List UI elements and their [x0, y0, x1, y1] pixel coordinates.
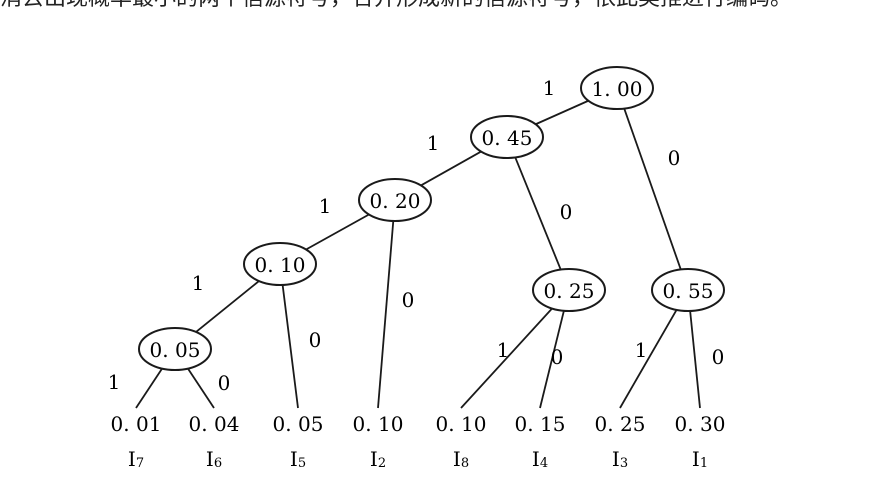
- leaf-probability-label: 0. 05: [273, 412, 324, 436]
- tree-node-n005: 0. 05: [138, 327, 212, 371]
- tree-node-n020: 0. 20: [358, 178, 432, 222]
- leaf-I1: 0. 30 I1: [675, 412, 726, 471]
- leaf-symbol-label: I1: [692, 447, 708, 471]
- edge-label-n100-n045: 1: [543, 76, 556, 100]
- leaf-symbol-subscript: 4: [540, 456, 548, 471]
- edge-label-n020-n010: 1: [319, 194, 332, 218]
- edge-label-n005-I7: 1: [108, 370, 121, 394]
- edge-label-n045-n020: 1: [427, 131, 440, 155]
- leaf-symbol-letter: I: [370, 447, 378, 471]
- leaf-probability-label: 0. 25: [595, 412, 646, 436]
- edge-n055-I3: [619, 309, 678, 409]
- leaf-I4: 0. 15 I4: [515, 412, 566, 471]
- leaf-symbol-label: I7: [128, 447, 144, 471]
- node-probability-label: 0. 25: [544, 279, 595, 303]
- node-probability-label: 0. 10: [255, 253, 306, 277]
- edge-n010-I5: [281, 284, 299, 409]
- leaf-symbol-subscript: 8: [461, 456, 469, 471]
- cropped-header-text: 消去出现概率最小的两个信源符号，合并形成新的信源符号，依此类推进行编码。: [0, 0, 880, 11]
- edge-label-n045-n025: 0: [560, 200, 573, 224]
- node-ellipse: [138, 327, 212, 371]
- leaf-symbol-label: I2: [370, 447, 386, 471]
- leaf-I3: 0. 25 I3: [595, 412, 646, 471]
- edge-label-n025-I8: 1: [497, 338, 510, 362]
- tree-node-n055: 0. 55: [651, 268, 725, 312]
- node-probability-label: 1. 00: [592, 77, 643, 101]
- leaf-symbol-label: I3: [612, 447, 628, 471]
- edge-n045-n025: [514, 157, 562, 270]
- leaf-probability-label: 0. 01: [111, 412, 162, 436]
- leaf-symbol-letter: I: [206, 447, 214, 471]
- edge-n005-I6: [187, 368, 215, 409]
- leaf-symbol-letter: I: [532, 447, 540, 471]
- edge-n005-I7: [135, 368, 163, 409]
- edge-n010-n005: [195, 280, 260, 333]
- node-ellipse: [243, 242, 317, 286]
- leaf-symbol-subscript: 7: [136, 456, 144, 471]
- edge-label-n055-I1: 0: [712, 345, 725, 369]
- leaf-probability-label: 0. 04: [189, 412, 240, 436]
- leaf-symbol-subscript: 2: [378, 456, 386, 471]
- node-probability-label: 0. 55: [663, 279, 714, 303]
- edge-n100-n055: [623, 108, 682, 270]
- leaf-symbol-subscript: 3: [620, 456, 628, 471]
- tree-node-n045: 0. 45: [470, 115, 544, 159]
- edge-n025-I4: [539, 310, 565, 409]
- edges-layer: [135, 99, 701, 409]
- leaf-probability-label: 0. 10: [436, 412, 487, 436]
- edge-labels-layer: 1 0 1 0 1 0 1 0 1 0 1 0 1 0: [108, 76, 725, 395]
- leaf-I5: 0. 05 I5: [273, 412, 324, 471]
- node-ellipse: [532, 268, 606, 312]
- edge-n025-I8: [460, 307, 553, 409]
- edge-label-n010-n005: 1: [192, 271, 205, 295]
- leaf-symbol-label: I8: [453, 447, 469, 471]
- node-probability-label: 0. 20: [370, 189, 421, 213]
- nodes-layer: 1. 00 0. 45 0. 20 0. 10 0. 05 0. 25 0. 55: [138, 66, 725, 371]
- leaf-symbol-letter: I: [290, 447, 298, 471]
- edge-n055-I1: [689, 310, 701, 409]
- edge-label-n020-I2: 0: [402, 288, 415, 312]
- edge-label-n005-I6: 0: [218, 371, 231, 395]
- leaf-symbol-letter: I: [692, 447, 700, 471]
- leaf-symbol-letter: I: [612, 447, 620, 471]
- leaf-I2: 0. 10 I2: [353, 412, 404, 471]
- leaf-symbol-subscript: 1: [700, 456, 708, 471]
- leaf-symbol-letter: I: [453, 447, 461, 471]
- leaf-symbol-label: I6: [206, 447, 222, 471]
- leaf-symbol-subscript: 6: [214, 456, 222, 471]
- edge-n020-I2: [377, 220, 395, 409]
- leaf-probability-label: 0. 10: [353, 412, 404, 436]
- edge-n100-n045: [535, 99, 589, 126]
- leaf-I6: 0. 04 I6: [189, 412, 240, 471]
- node-probability-label: 0. 05: [150, 338, 201, 362]
- leaf-I7: 0. 01 I7: [111, 412, 162, 471]
- edge-label-n100-n055: 0: [668, 146, 681, 170]
- edge-label-n025-I4: 0: [551, 345, 564, 369]
- tree-node-n025: 0. 25: [532, 268, 606, 312]
- leaf-probability-label: 0. 30: [675, 412, 726, 436]
- node-ellipse: [651, 268, 725, 312]
- edge-n045-n020: [420, 150, 482, 187]
- edge-label-n010-I5: 0: [309, 328, 322, 352]
- leaf-symbol-label: I5: [290, 447, 306, 471]
- edge-label-n055-I3: 1: [635, 338, 648, 362]
- node-ellipse: [580, 66, 654, 110]
- node-probability-label: 0. 45: [482, 126, 533, 150]
- tree-node-n010: 0. 10: [243, 242, 317, 286]
- leaf-symbol-label: I4: [532, 447, 548, 471]
- leaf-probability-label: 0. 15: [515, 412, 566, 436]
- leaf-symbol-subscript: 5: [298, 456, 306, 471]
- tree-node-n100: 1. 00: [580, 66, 654, 110]
- node-ellipse: [470, 115, 544, 159]
- node-ellipse: [358, 178, 432, 222]
- edge-n020-n010: [305, 213, 370, 251]
- leaf-I8: 0. 10 I8: [436, 412, 487, 471]
- leaf-symbol-letter: I: [128, 447, 136, 471]
